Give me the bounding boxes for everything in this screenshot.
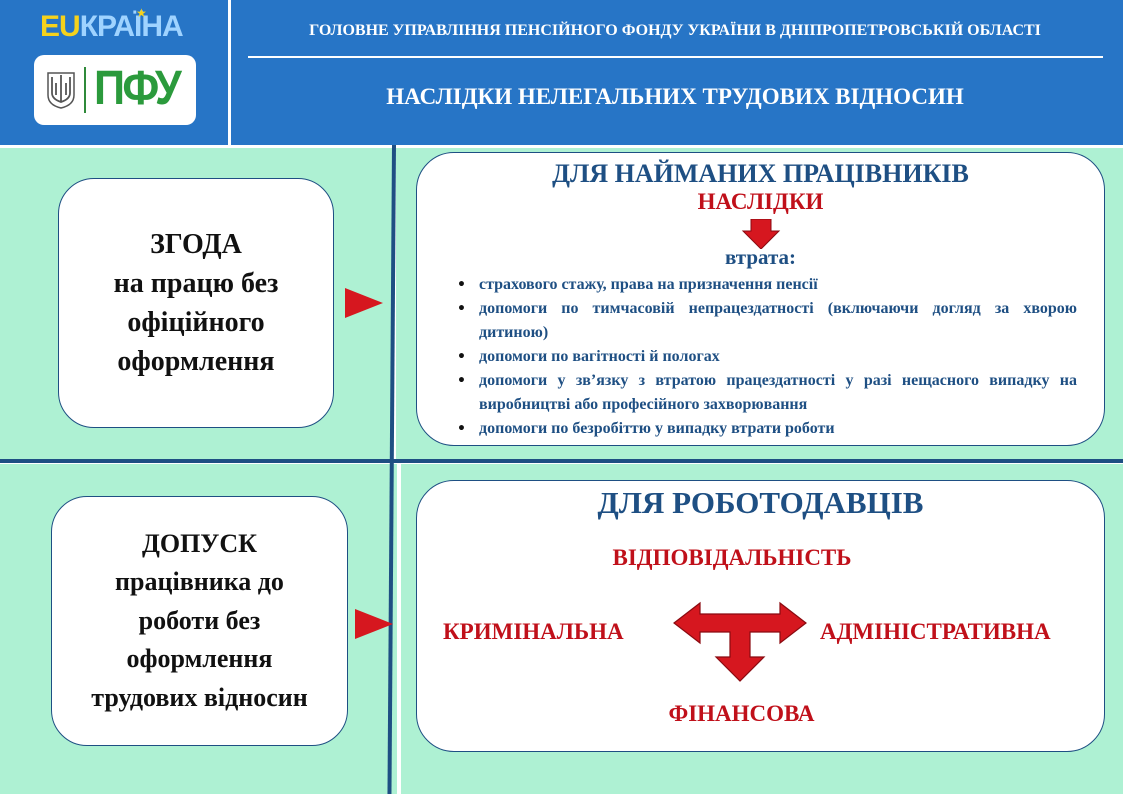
list-item: страхового стажу, права на призначення п… [457,273,1077,297]
admission-line: працівника до [115,567,284,597]
consent-line: на працю без [113,267,279,299]
logo-divider [84,67,86,113]
loss-list: страхового стажу, права на призначення п… [457,273,1077,441]
consent-card: ЗГОДА на працю без офіційного оформлення [58,178,334,428]
pfu-logo: ПФУ [34,55,196,125]
arrow-down-icon [741,219,781,249]
arrow-right-icon [355,609,393,639]
logo-area: EUКРАЇНА ★ ПФУ [0,0,228,145]
admission-card: ДОПУСК працівника до роботи без оформлен… [51,496,348,746]
admission-line: трудових відносин [91,682,308,712]
consequences-label: НАСЛІДКИ [697,189,824,214]
arrow-right-icon [345,288,383,318]
admission-line: роботи без [138,605,261,635]
financial-label: ФІНАНСОВА [668,701,815,726]
list-item: допомоги по тимчасовій непрацездатності … [457,297,1077,345]
admission-line: оформлення [126,644,273,674]
consent-line: оформлення [117,346,275,378]
employers-title: ДЛЯ РОБОТОДАВЦІВ [597,485,924,520]
loss-label: втрата: [724,245,797,269]
criminal-label: КРИМІНАЛЬНА [443,619,624,644]
page-title: НАСЛІДКИ НЕЛЕГАЛЬНИХ ТРУДОВИХ ВІДНОСИН [386,84,964,109]
header-divider [228,0,231,145]
administrative-label: АДМІНІСТРАТИВНА [820,619,1051,644]
eukraina-logo: EUКРАЇНА [40,10,184,43]
star-icon: ★ [136,6,147,20]
horizontal-separator [0,459,1123,463]
organization-name: ГОЛОВНЕ УПРАВЛІННЯ ПЕНСІЙНОГО ФОНДУ УКРА… [309,22,1041,39]
pfu-wordmark: ПФУ [94,62,182,115]
trident-emblem-icon [47,72,75,109]
header-rule [248,56,1103,58]
list-item: допомоги у зв’язку з втратою працездатно… [457,369,1077,417]
employees-card: ДЛЯ НАЙМАНИХ ПРАЦІВНИКІВ НАСЛІДКИ втрата… [416,152,1105,446]
responsibility-label: ВІДПОВІДАЛЬНІСТЬ [612,545,852,570]
admission-line: ДОПУСК [141,528,258,558]
list-item: допомоги по безробіттю у випадку втрати … [457,417,1077,441]
employees-title: ДЛЯ НАЙМАНИХ ПРАЦІВНИКІВ [552,159,969,188]
consent-line: офіційного [127,307,265,338]
header-banner: EUКРАЇНА ★ ПФУ ГОЛОВНЕ УПРАВЛІННЯ ПЕНСІЙ… [0,0,1123,145]
employers-card: ДЛЯ РОБОТОДАВЦІВ ВІДПОВІДАЛЬНІСТЬ КРИМІН… [416,480,1105,752]
consent-line: ЗГОДА [150,228,242,260]
list-item: допомоги по вагітності й пологах [457,345,1077,369]
three-way-arrow-icon [673,601,807,682]
